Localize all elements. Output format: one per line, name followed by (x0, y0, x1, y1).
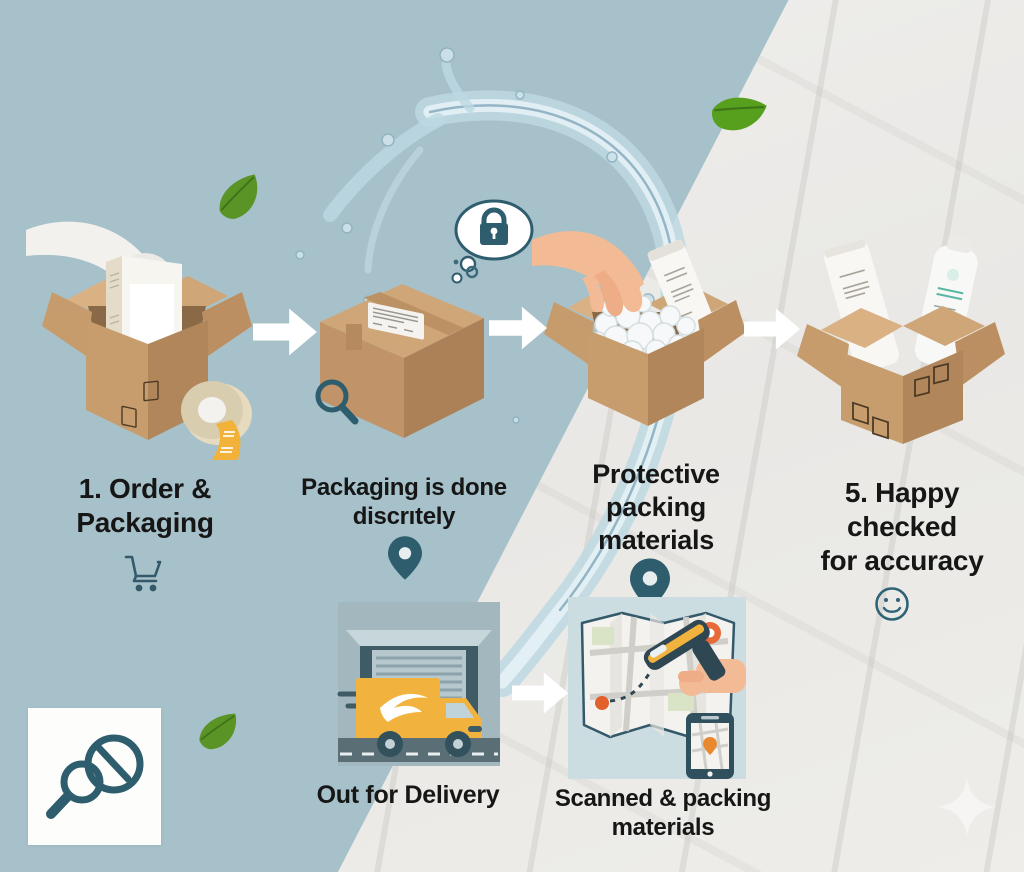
basil-leaf-icon (199, 713, 237, 750)
discreet-logo-card (28, 708, 161, 845)
step3-illustration-packing-peanuts (532, 231, 746, 426)
step2-label: Packaging is done discrıtely (301, 474, 507, 531)
lock-icon (480, 207, 508, 245)
arrow-right-icon (489, 306, 548, 350)
arrow-right-icon (744, 308, 801, 350)
basil-leaf-icon (711, 97, 767, 131)
arrow-right-icon (512, 672, 569, 714)
shopping-cart-icon (124, 555, 162, 592)
sparkle-icon (938, 778, 996, 836)
arrow-right-icon (253, 308, 317, 356)
basil-leaf-icon (219, 174, 258, 219)
location-pin-icon (388, 536, 422, 580)
out-for-delivery-label: Out for Delivery (316, 781, 500, 809)
step2-illustration-sealed-box (320, 259, 484, 438)
location-pin-icon (630, 558, 670, 610)
barcode-scanner-map-illustration (568, 597, 746, 779)
scanned-materials-label: Scanned & packing materials (554, 785, 772, 842)
smiley-face-icon (875, 587, 909, 621)
step4-illustration-final-box (797, 233, 1005, 444)
step1-label: 1. Order & Packaging (76, 473, 214, 539)
step3-label: Protective packing materials (592, 459, 720, 555)
magnifier-icon (315, 379, 359, 425)
delivery-truck-illustration (337, 602, 500, 766)
basil-leaf-icon (0, 0, 52, 44)
no-peek-magnifier-icon (46, 734, 144, 819)
step4-label: 5. Happy checked for accuracy (820, 477, 984, 577)
step1-illustration-hand-packing-box (26, 221, 252, 460)
